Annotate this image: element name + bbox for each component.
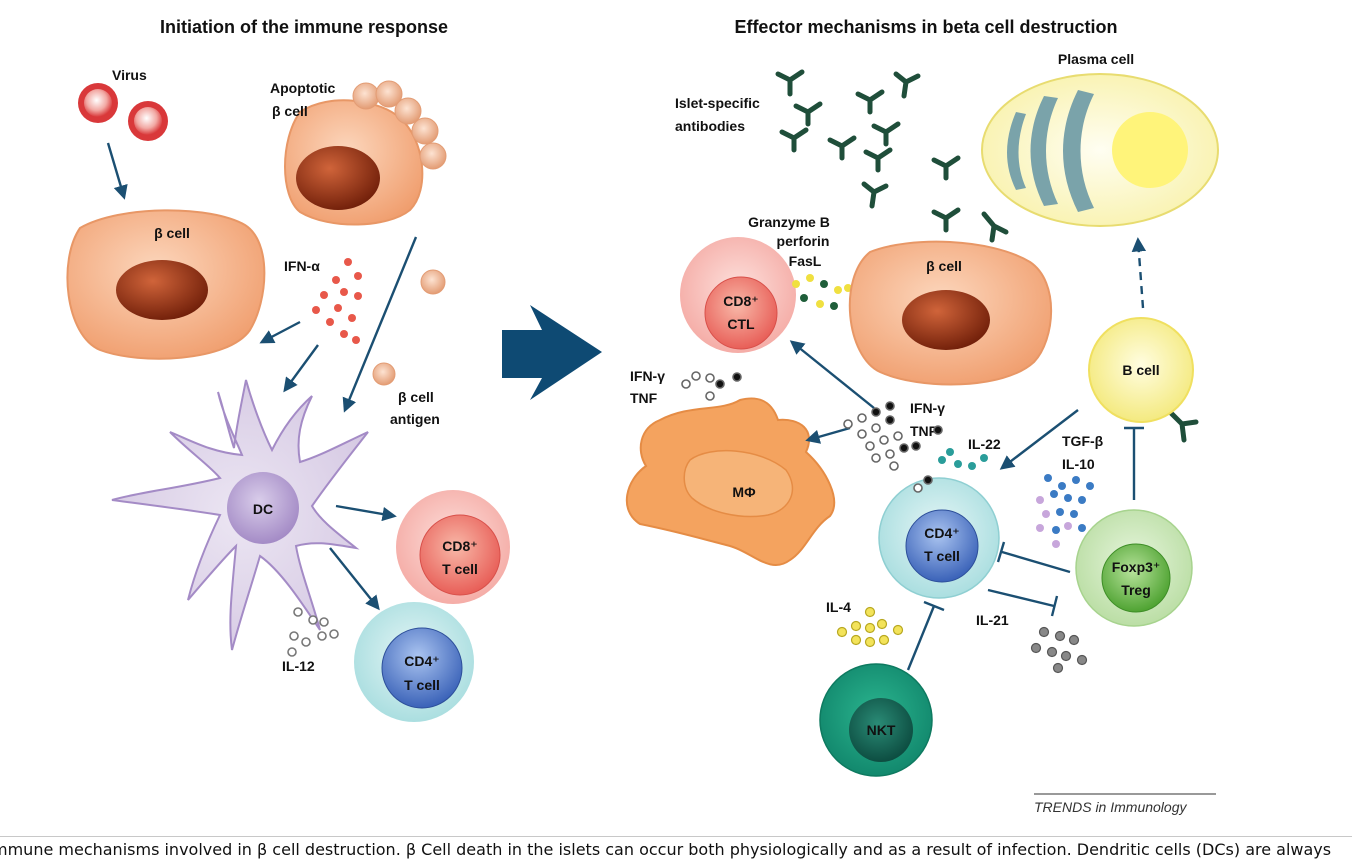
bcell-to-plasma-arrow bbox=[1131, 237, 1147, 309]
il12-dots bbox=[287, 607, 339, 657]
macrophage-label: MΦ bbox=[732, 484, 756, 500]
figure-caption: mmune mechanisms involved in β cell dest… bbox=[0, 836, 1352, 863]
trends-credit: TRENDS in Immunology bbox=[1034, 799, 1187, 815]
beta-cell-left bbox=[66, 209, 266, 360]
il4-dots bbox=[836, 606, 904, 648]
apoptotic-beta-cell bbox=[284, 80, 447, 386]
cd4-to-ctl-arrow bbox=[789, 340, 875, 409]
right-panel-title: Effector mechanisms in beta cell destruc… bbox=[734, 17, 1117, 37]
inhibition-lines bbox=[906, 426, 1144, 671]
treg-cell bbox=[1075, 509, 1193, 627]
ifn-to-dc-arrow bbox=[283, 344, 319, 393]
il22-label: IL-22 bbox=[968, 436, 1001, 452]
plasma-cell bbox=[981, 73, 1219, 227]
ctl-label-line2: CTL bbox=[727, 316, 755, 332]
granzyme-line2: perforin bbox=[777, 233, 830, 249]
il4-label: IL-4 bbox=[826, 599, 851, 615]
antibody-icons bbox=[775, 69, 1199, 443]
virus-icon bbox=[78, 83, 168, 141]
il21-label: IL-21 bbox=[976, 612, 1009, 628]
caption-text: mmune mechanisms involved in β cell dest… bbox=[0, 840, 1332, 859]
il12-label: IL-12 bbox=[282, 658, 315, 674]
cd4-right-line2: T cell bbox=[924, 548, 960, 564]
apoptotic-label-line1: Apoptotic bbox=[270, 80, 336, 96]
cd8-label-line2: T cell bbox=[442, 561, 478, 577]
ifn-gamma-left-dots bbox=[681, 371, 742, 401]
transition-arrow bbox=[502, 305, 602, 400]
nkt-cell bbox=[819, 663, 933, 777]
il10-label: IL-10 bbox=[1062, 456, 1095, 472]
treg-line1: Foxp3⁺ bbox=[1112, 559, 1161, 575]
macrophage-cell bbox=[625, 397, 836, 566]
islet-antibodies-line1: Islet-specific bbox=[675, 95, 760, 111]
plasma-cell-label: Plasma cell bbox=[1058, 51, 1134, 67]
beta-cell-right-label: β cell bbox=[926, 258, 962, 274]
cd4-t-cell-right bbox=[878, 477, 1000, 599]
ifn-gamma-left-line1: IFN-γ bbox=[630, 368, 665, 384]
granzyme-line1: Granzyme B bbox=[748, 214, 830, 230]
virus-arrow bbox=[106, 142, 128, 200]
treg-line2: Treg bbox=[1121, 582, 1151, 598]
beta-antigen-line2: antigen bbox=[390, 411, 440, 427]
cd4-right-line1: CD4⁺ bbox=[924, 525, 959, 541]
cd8-label-line1: CD8⁺ bbox=[442, 538, 477, 554]
ifn-gamma-mid-line1: IFN-γ bbox=[910, 400, 945, 416]
bcell-to-cd4-arrow bbox=[999, 409, 1079, 470]
ifn-alpha-dots bbox=[312, 258, 362, 344]
beta-cell-right bbox=[848, 240, 1053, 386]
ifn-gamma-mid-dots bbox=[843, 401, 943, 493]
b-cell bbox=[1088, 317, 1194, 423]
granzyme-dots bbox=[792, 274, 852, 310]
left-panel-title: Initiation of the immune response bbox=[160, 17, 448, 37]
granzyme-line3: FasL bbox=[789, 253, 822, 269]
dc-label: DC bbox=[253, 501, 273, 517]
dendritic-cell bbox=[111, 379, 369, 651]
il22-dots bbox=[938, 448, 988, 470]
ifn-gamma-mid-line2: TNF bbox=[910, 423, 938, 439]
tgf-beta-label: TGF-β bbox=[1062, 433, 1104, 449]
nkt-label: NKT bbox=[867, 722, 896, 738]
cd4-t-cell-left bbox=[354, 602, 474, 722]
cd4-label-line1: CD4⁺ bbox=[404, 653, 439, 669]
ifn-gamma-left-line2: TNF bbox=[630, 390, 658, 406]
ifn-to-beta-arrow bbox=[259, 320, 301, 344]
cd8-ctl-cell bbox=[680, 237, 796, 353]
islet-antibodies-line2: antibodies bbox=[675, 118, 745, 134]
ctl-label-line1: CD8⁺ bbox=[723, 293, 758, 309]
ifn-alpha-label: IFN-α bbox=[284, 258, 320, 274]
cd4-label-line2: T cell bbox=[404, 677, 440, 693]
cd4-to-macrophage-arrow bbox=[805, 426, 851, 444]
dc-to-cd8-arrow bbox=[335, 504, 397, 522]
dc-to-cd4-arrow bbox=[329, 547, 380, 611]
cd8-t-cell-left bbox=[396, 490, 510, 604]
il21-dots bbox=[1030, 626, 1088, 674]
virus-label: Virus bbox=[112, 67, 147, 83]
tgf-il10-dots bbox=[1036, 474, 1094, 548]
apoptotic-label-line2: β cell bbox=[272, 103, 308, 119]
apoptotic-to-dc-arrow bbox=[342, 236, 418, 413]
b-cell-label: B cell bbox=[1122, 362, 1159, 378]
beta-cell-left-label: β cell bbox=[154, 225, 190, 241]
beta-antigen-line1: β cell bbox=[398, 389, 434, 405]
